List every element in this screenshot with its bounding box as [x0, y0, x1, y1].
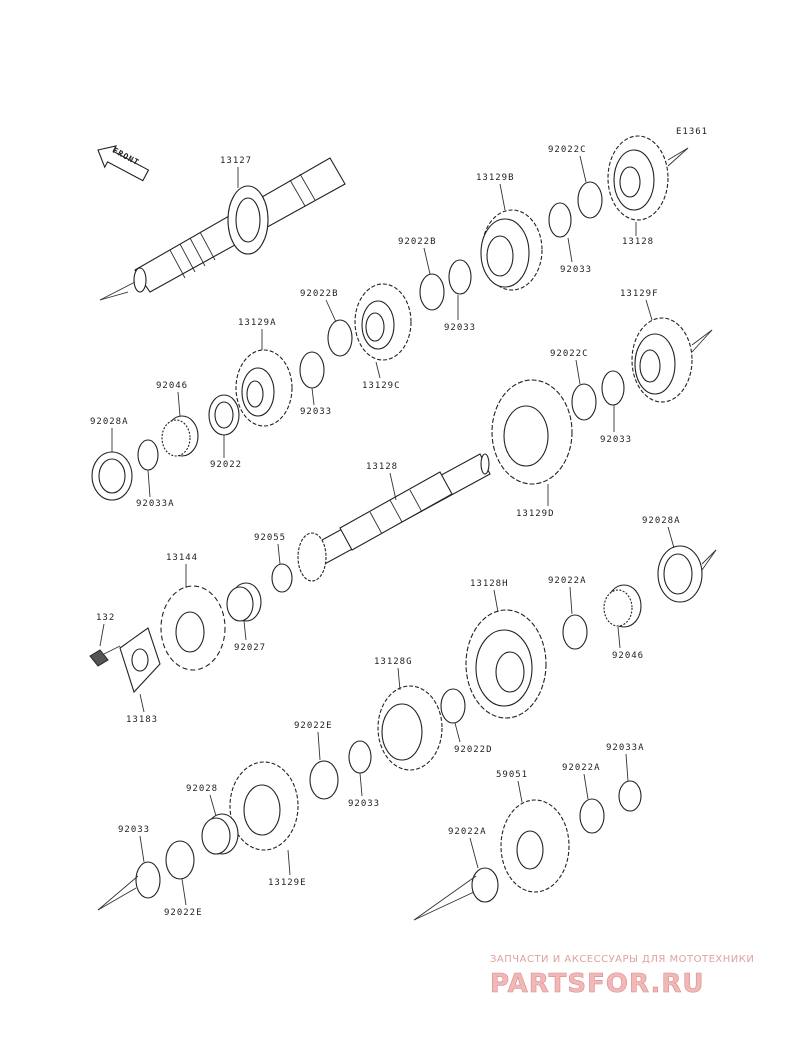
label-92033-e: 92033 — [348, 799, 380, 809]
label-92022: 92022 — [210, 460, 242, 470]
ring-92033-c — [299, 351, 325, 389]
label-13183: 13183 — [126, 715, 158, 725]
label-92046-a: 92046 — [156, 381, 188, 391]
washer-92022A-c — [471, 867, 499, 903]
ring-92033-f — [135, 861, 161, 899]
label-92022A-c: 92022A — [448, 827, 487, 837]
label-132: 132 — [96, 613, 115, 623]
label-92046-b: 92046 — [612, 651, 644, 661]
label-92033-top: 92033 — [560, 265, 592, 275]
circlip-92022B-a — [419, 273, 445, 311]
label-92028A-b: 92028A — [642, 516, 681, 526]
ring-92033-top — [548, 202, 572, 238]
label-13127: 13127 — [220, 156, 252, 166]
label-13129F: 13129F — [620, 289, 659, 299]
collar-92027 — [226, 582, 262, 622]
ring-92033-e — [348, 740, 372, 774]
label-92022C-b: 92022C — [550, 349, 589, 359]
label-92022A-b: 92022A — [562, 763, 601, 773]
label-13128H: 13128H — [470, 579, 509, 589]
circlip-92022C-b — [571, 383, 597, 421]
label-92022A-a: 92022A — [548, 576, 587, 586]
plate-13183 — [119, 627, 161, 694]
label-92033A-a: 92033A — [136, 499, 175, 509]
gear-13129C — [354, 283, 412, 361]
label-59051: 59051 — [496, 770, 528, 780]
label-92028A-a: 92028A — [90, 417, 129, 427]
front-arrow-icon — [97, 145, 150, 182]
label-13129B: 13129B — [476, 173, 515, 183]
washer-92022D — [440, 688, 466, 724]
label-13129C: 13129C — [362, 381, 401, 391]
label-92022B-a: 92022B — [398, 237, 437, 247]
ring-92033A-a — [137, 439, 159, 471]
label-92033A-b: 92033A — [606, 743, 645, 753]
gear-13129E — [229, 761, 299, 851]
washer-92022E-a — [309, 760, 339, 800]
label-13128G: 13128G — [374, 657, 413, 667]
bearing-92046-b — [603, 584, 642, 628]
label-92055: 92055 — [254, 533, 286, 543]
washer-92022-hole — [214, 401, 234, 429]
label-92033-c: 92033 — [300, 407, 332, 417]
oring-92055 — [271, 563, 293, 593]
washer-92022E-b — [165, 840, 195, 880]
gear-59051 — [500, 799, 570, 893]
label-92027: 92027 — [234, 643, 266, 653]
washer-92022A-b — [579, 798, 605, 834]
bearing-92046-a — [161, 415, 199, 457]
bushing-92028 — [201, 813, 239, 855]
label-92022E-b: 92022E — [164, 908, 203, 918]
gear-13128-top — [607, 135, 669, 221]
gear-13128H — [465, 609, 547, 719]
gear-13129A — [235, 349, 293, 427]
diagram-id: E1361 — [676, 127, 708, 137]
label-92028: 92028 — [186, 784, 218, 794]
label-13129D: 13129D — [516, 509, 555, 519]
gear-13129D — [491, 379, 573, 485]
label-92033-f: 92033 — [118, 825, 150, 835]
watermark-tagline: ЗАПЧАСТИ И АКСЕССУАРЫ ДЛЯ МОТОТЕХНИКИ — [490, 954, 754, 965]
shaft-13128 — [297, 453, 491, 582]
label-13128-mid: 13128 — [366, 462, 398, 472]
sprocket-13144 — [160, 585, 226, 671]
gear-13128G — [377, 685, 443, 771]
label-13128-top: 13128 — [622, 237, 654, 247]
label-13129E: 13129E — [268, 878, 307, 888]
washer-92022A-a — [562, 614, 588, 650]
collar-92028A-a — [91, 451, 133, 501]
label-13129A: 13129A — [238, 318, 277, 328]
label-13144: 13144 — [166, 553, 198, 563]
collar-92028A-b — [657, 545, 703, 603]
label-92022E-a: 92022E — [294, 721, 333, 731]
bolt-132 — [89, 645, 121, 667]
ring-92033-d — [601, 370, 625, 406]
shaft-13127 — [133, 157, 346, 293]
ring-92033A-b — [618, 780, 642, 812]
gear-13129F — [631, 317, 693, 403]
circlip-92022B-b — [327, 319, 353, 357]
label-92033-b: 92033 — [444, 323, 476, 333]
watermark-logo: PARTSFOR.RU — [490, 969, 704, 999]
label-92022C-top: 92022C — [548, 145, 587, 155]
label-92033-d: 92033 — [600, 435, 632, 445]
ring-92033-b — [448, 259, 472, 295]
gear-13129B — [480, 209, 543, 291]
label-92022B-b: 92022B — [300, 289, 339, 299]
circlip-92022C-top — [577, 181, 603, 219]
label-92022D: 92022D — [454, 745, 493, 755]
